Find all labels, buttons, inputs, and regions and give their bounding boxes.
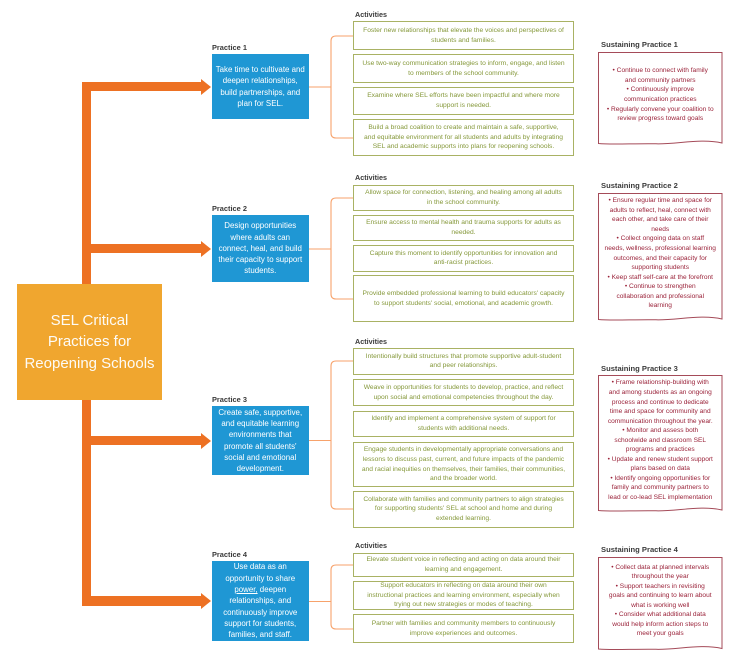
activity-box-4-2: Support educators in reflecting on data … [353, 581, 574, 610]
activities-3-label: Activities [355, 336, 387, 346]
sustaining-2-label: Sustaining Practice 2 [601, 180, 678, 190]
main-title-text: SEL Critical Practices for Reopening Sch… [24, 311, 155, 372]
activities-1-label: Activities [355, 9, 387, 19]
sustaining-bullet: • Regularly convene your coalition to re… [606, 105, 714, 123]
practice-3-box: Create safe, supportive, and equitable l… [211, 406, 309, 475]
sustaining-4-box: • Collect data at planned intervals thro… [598, 557, 723, 651]
arrowhead-icon-1 [201, 78, 211, 95]
activity-box-3-3: Identify and implement a comprehensive s… [353, 410, 574, 437]
sustaining-3-label: Sustaining Practice 3 [601, 363, 678, 373]
activity-box-1-4: Build a broad coalition to create and ma… [353, 119, 574, 156]
connector-bracket-2 [309, 196, 353, 300]
sustaining-4-shape [598, 557, 723, 651]
sustaining-3-bullets: • Frame relationship-building with and a… [602, 375, 719, 506]
practice-4-box: Use data as an opportunity to share powe… [211, 561, 309, 641]
activity-box-3-4: Engage students in developmentally appro… [353, 442, 574, 487]
sustaining-bullet: • Collect data at planned intervals thro… [611, 563, 710, 581]
practice-1-box: Take time to cultivate and deepen relati… [211, 54, 309, 119]
activity-box-2-2: Ensure access to mental health and traum… [353, 214, 574, 241]
sustaining-2-shape [598, 192, 723, 321]
sustaining-bullet: • Continue to strengthen collaboration a… [616, 283, 705, 310]
sustaining-2-box: • Ensure regular time and space for adul… [598, 192, 723, 321]
arrowhead-icon-3 [201, 432, 211, 449]
sustaining-bullet: • Keep staff self-care at the forefront [607, 273, 714, 281]
sustaining-3-box: • Frame relationship-building with and a… [598, 375, 723, 512]
activity-box-2-3: Capture this moment to identify opportun… [353, 245, 574, 272]
sustaining-bullet: • Support teachers in revisiting goals a… [608, 582, 712, 609]
sustaining-bullet: • Identify ongoing opportunities for fam… [608, 474, 713, 501]
sustaining-4-label: Sustaining Practice 4 [601, 545, 678, 554]
practice-2-body: Design opportunities where adults can co… [218, 221, 303, 276]
activity-box-3-2: Weave in opportunities for students to d… [353, 379, 574, 406]
activities-2-label: Activities [355, 173, 387, 182]
activity-box-1-2: Use two-way communication strategies to … [353, 54, 574, 83]
flow-arm-3 [81, 435, 202, 446]
practice-4-label: Practice 4 [212, 550, 247, 559]
practice-3-label: Practice 3 [212, 395, 247, 404]
sustaining-1-shape [598, 51, 723, 145]
flow-arm-2 [81, 243, 202, 254]
sustaining-1-box: • Continue to connect with family and co… [598, 51, 723, 145]
activities-4-label: Activities [355, 541, 387, 550]
sustaining-bullet: • Collect ongoing data on staff needs, w… [604, 235, 716, 272]
sustaining-2-bullets: • Ensure regular time and space for adul… [602, 193, 719, 315]
sustaining-1-label: Sustaining Practice 1 [601, 39, 678, 49]
sustaining-bullet: • Consider what additional data would he… [612, 611, 709, 638]
sustaining-bullet: • Update and renew student support plans… [607, 455, 713, 473]
practice-4-body: Use data as an opportunity to share powe… [223, 562, 298, 640]
activity-box-2-4: Provide embedded professional learning t… [353, 275, 574, 322]
connector-bracket-1 [309, 34, 353, 139]
practice-2-label: Practice 2 [212, 204, 247, 213]
flow-arm-1 [81, 81, 202, 92]
sustaining-bullet: • Ensure regular time and space for adul… [608, 197, 712, 233]
activity-box-2-1: Allow space for connection, listening, a… [353, 184, 574, 211]
arrowhead-icon-4 [201, 593, 211, 609]
connector-bracket-3 [309, 360, 353, 510]
flow-arm-4 [81, 596, 202, 606]
practice-3-body: Create safe, supportive, and equitable l… [218, 407, 303, 474]
sustaining-4-bullets: • Collect data at planned intervals thro… [602, 557, 719, 645]
main-title-box: SEL Critical Practices for Reopening Sch… [17, 284, 162, 400]
sustaining-1-bullets: • Continue to connect with family and co… [602, 52, 719, 139]
activity-box-1-1: Foster new relationships that elevate th… [353, 21, 574, 50]
activity-box-1-3: Examine where SEL efforts have been impa… [353, 86, 574, 115]
sustaining-bullet: • Continue to connect with family and co… [612, 67, 708, 84]
connector-bracket-4 [309, 563, 353, 630]
practice-1-body: Take time to cultivate and deepen relati… [215, 64, 305, 108]
sustaining-3-shape [598, 375, 723, 512]
activity-box-4-1: Elevate student voice in reflecting and … [353, 552, 574, 577]
sustaining-bullet: • Continuously improve communication pra… [623, 86, 697, 103]
sustaining-bullet: • Monitor and assess both schoolwide and… [614, 427, 707, 454]
practice-1-label: Practice 1 [212, 43, 247, 52]
activity-box-4-3: Partner with families and community memb… [353, 614, 574, 643]
practice-2-box: Design opportunities where adults can co… [211, 215, 309, 282]
activity-box-3-1: Intentionally build structures that prom… [353, 348, 574, 375]
activity-box-3-5: Collaborate with families and community … [353, 491, 574, 528]
sustaining-bullet: • Frame relationship-building with and a… [607, 379, 713, 425]
arrowhead-icon-2 [201, 240, 211, 257]
